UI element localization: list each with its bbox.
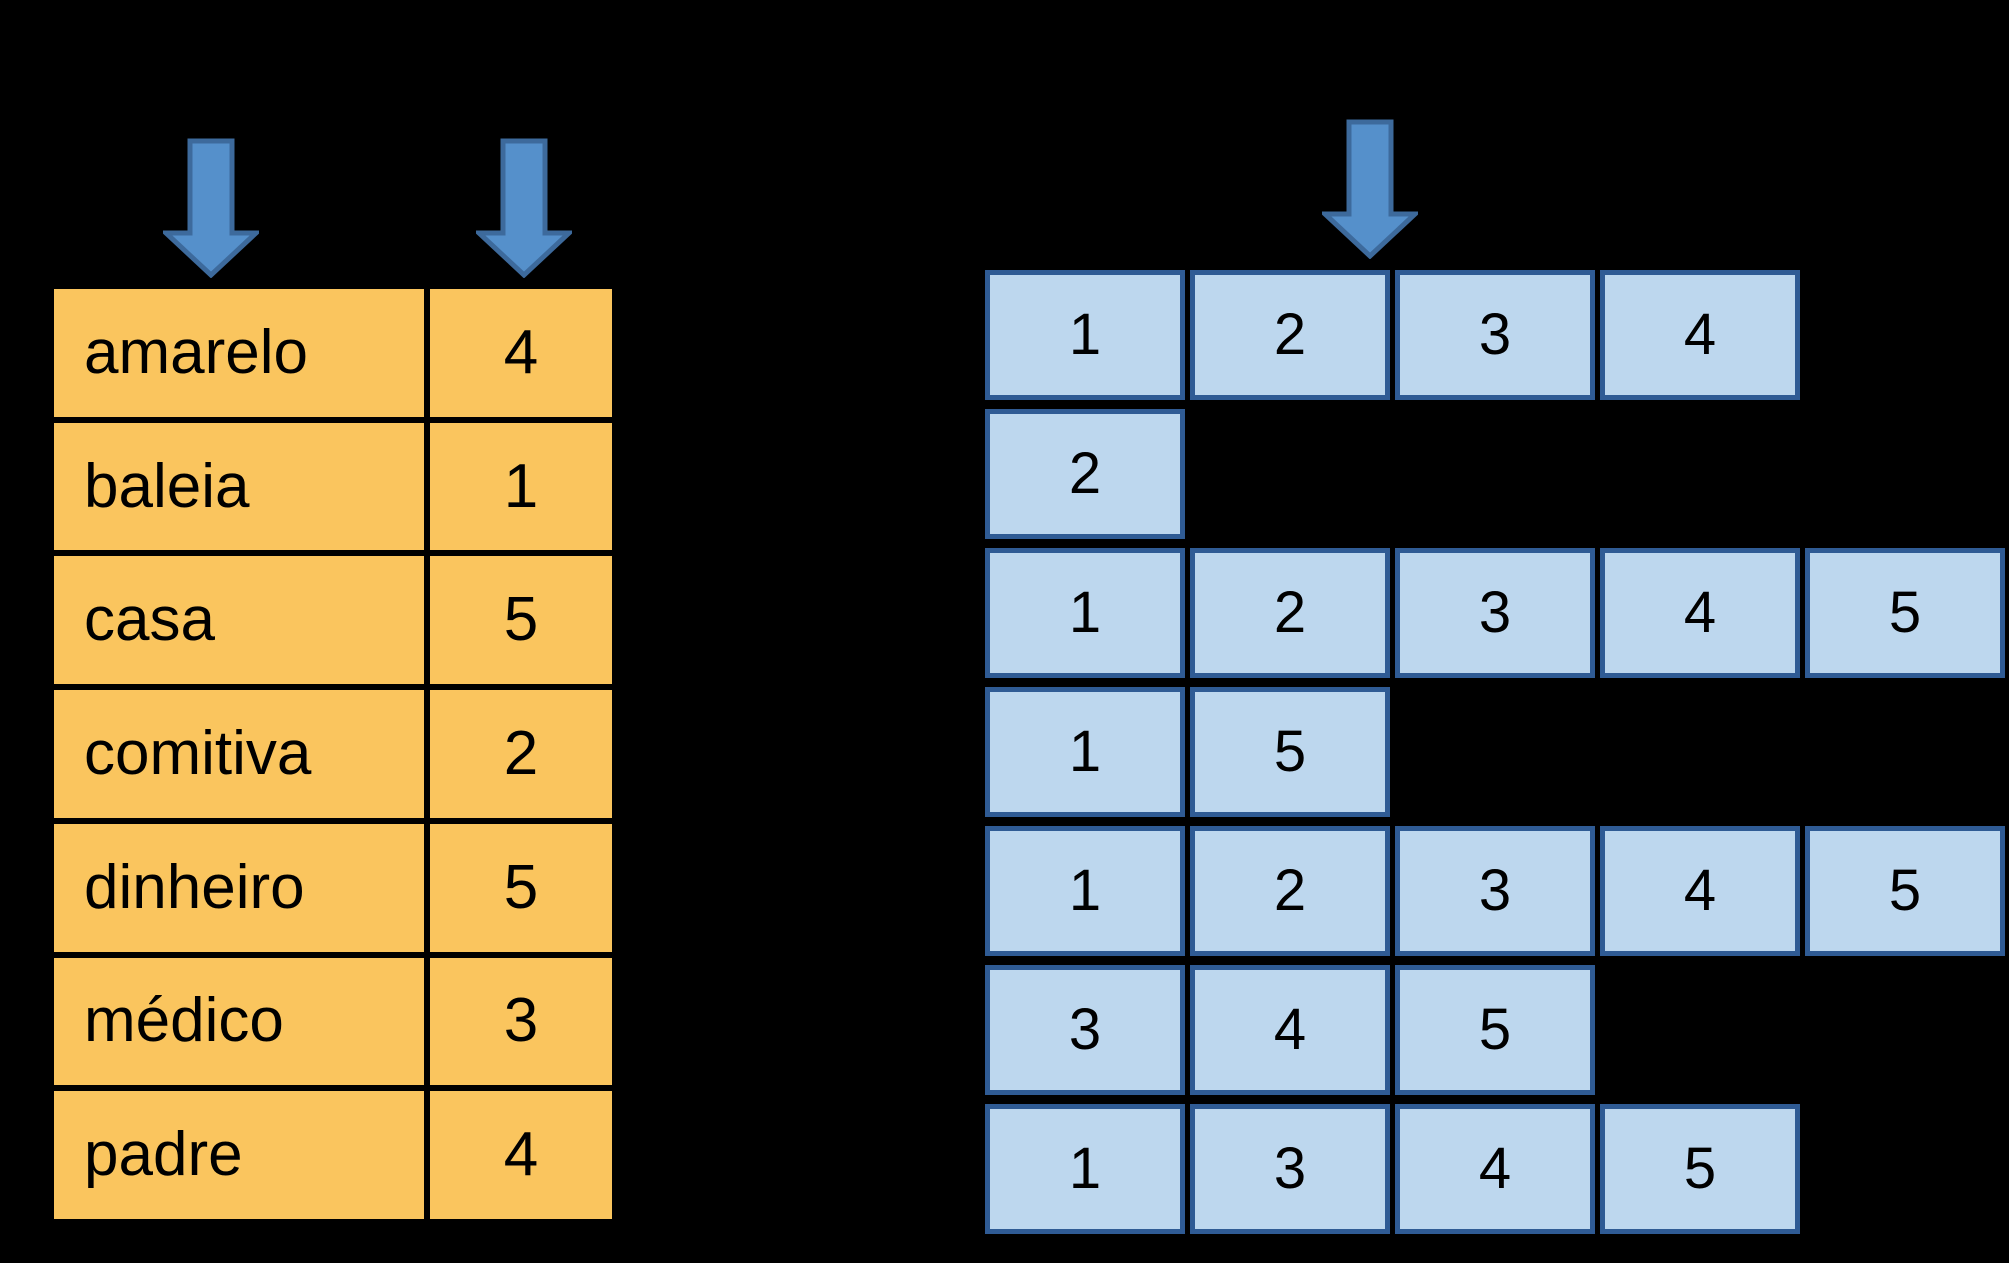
posting-doc-cell: 5 bbox=[1395, 965, 1595, 1095]
posting-doc-cell: 5 bbox=[1805, 548, 2005, 678]
term-word-cell: amarelo bbox=[51, 286, 427, 420]
posting-doc-cell: 4 bbox=[1600, 548, 1800, 678]
posting-doc-cell: 3 bbox=[1190, 1104, 1390, 1234]
down-arrow-icon bbox=[476, 138, 572, 278]
term-count-cell: 3 bbox=[427, 954, 615, 1089]
term-word-cell: médico bbox=[51, 954, 427, 1089]
postings-row: 1 5 bbox=[985, 687, 1390, 817]
posting-doc-id: 2 bbox=[1068, 441, 1102, 506]
posting-doc-id: 3 bbox=[1478, 858, 1512, 923]
posting-doc-id: 4 bbox=[1478, 1136, 1512, 1201]
term-word-cell: dinheiro bbox=[51, 820, 427, 955]
term-word-cell: casa bbox=[51, 553, 427, 688]
posting-doc-cell: 2 bbox=[1190, 548, 1390, 678]
posting-doc-cell: 3 bbox=[1395, 270, 1595, 400]
posting-doc-id: 1 bbox=[1068, 580, 1102, 645]
posting-doc-id: 4 bbox=[1273, 997, 1307, 1062]
term-word-cell: baleia bbox=[51, 419, 427, 554]
posting-doc-cell: 3 bbox=[1395, 548, 1595, 678]
posting-doc-cell: 4 bbox=[1190, 965, 1390, 1095]
posting-doc-cell: 4 bbox=[1600, 826, 1800, 956]
posting-doc-id: 2 bbox=[1273, 858, 1307, 923]
down-arrow-icon-count-column bbox=[476, 138, 572, 278]
term-word-cell: comitiva bbox=[51, 687, 427, 821]
posting-doc-id: 3 bbox=[1273, 1136, 1307, 1201]
down-arrow-icon bbox=[1322, 119, 1418, 259]
term-count-cell: 5 bbox=[427, 553, 615, 688]
term-word-cell: padre bbox=[51, 1088, 427, 1222]
posting-doc-id: 4 bbox=[1683, 580, 1717, 645]
posting-doc-cell: 2 bbox=[1190, 270, 1390, 400]
postings-row: 1 2 3 4 5 bbox=[985, 548, 2005, 678]
posting-doc-id: 1 bbox=[1068, 1136, 1102, 1201]
posting-doc-id: 2 bbox=[1273, 302, 1307, 367]
down-arrow-icon-postings bbox=[1322, 119, 1418, 259]
posting-doc-cell: 5 bbox=[1190, 687, 1390, 817]
posting-doc-id: 2 bbox=[1273, 580, 1307, 645]
posting-doc-cell: 1 bbox=[985, 548, 1185, 678]
posting-doc-cell: 5 bbox=[1805, 826, 2005, 956]
posting-doc-id: 5 bbox=[1683, 1136, 1717, 1201]
posting-doc-id: 4 bbox=[1683, 302, 1717, 367]
posting-doc-cell: 1 bbox=[985, 1104, 1185, 1234]
posting-doc-cell: 2 bbox=[985, 409, 1185, 539]
posting-doc-cell: 4 bbox=[1395, 1104, 1595, 1234]
term-table: amarelo 4 baleia 1 casa 5 comitiva 2 din… bbox=[48, 283, 618, 1225]
term-count-cell: 5 bbox=[427, 820, 615, 955]
posting-doc-id: 3 bbox=[1478, 580, 1512, 645]
term-count-cell: 1 bbox=[427, 419, 615, 554]
posting-doc-id: 5 bbox=[1888, 580, 1922, 645]
posting-doc-id: 1 bbox=[1068, 719, 1102, 784]
posting-doc-id: 5 bbox=[1478, 997, 1512, 1062]
postings-row: 2 bbox=[985, 409, 1185, 539]
postings-row: 1 3 4 5 bbox=[985, 1104, 1800, 1234]
posting-doc-id: 1 bbox=[1068, 302, 1102, 367]
posting-doc-cell: 5 bbox=[1600, 1104, 1800, 1234]
posting-doc-cell: 1 bbox=[985, 270, 1185, 400]
posting-doc-id: 3 bbox=[1478, 302, 1512, 367]
posting-doc-cell: 3 bbox=[985, 965, 1185, 1095]
postings-row: 1 2 3 4 bbox=[985, 270, 1800, 400]
posting-doc-id: 1 bbox=[1068, 858, 1102, 923]
posting-doc-id: 5 bbox=[1273, 719, 1307, 784]
down-arrow-icon bbox=[163, 138, 259, 278]
posting-doc-cell: 2 bbox=[1190, 826, 1390, 956]
term-count-cell: 2 bbox=[427, 687, 615, 821]
posting-doc-id: 5 bbox=[1888, 858, 1922, 923]
posting-doc-cell: 1 bbox=[985, 687, 1185, 817]
postings-row: 3 4 5 bbox=[985, 965, 1595, 1095]
postings-row: 1 2 3 4 5 bbox=[985, 826, 2005, 956]
posting-doc-id: 3 bbox=[1068, 997, 1102, 1062]
posting-doc-cell: 4 bbox=[1600, 270, 1800, 400]
posting-doc-cell: 1 bbox=[985, 826, 1185, 956]
posting-doc-id: 4 bbox=[1683, 858, 1717, 923]
term-count-cell: 4 bbox=[427, 1088, 615, 1222]
posting-doc-cell: 3 bbox=[1395, 826, 1595, 956]
down-arrow-icon-term-column bbox=[163, 138, 259, 278]
term-count-cell: 4 bbox=[427, 286, 615, 420]
